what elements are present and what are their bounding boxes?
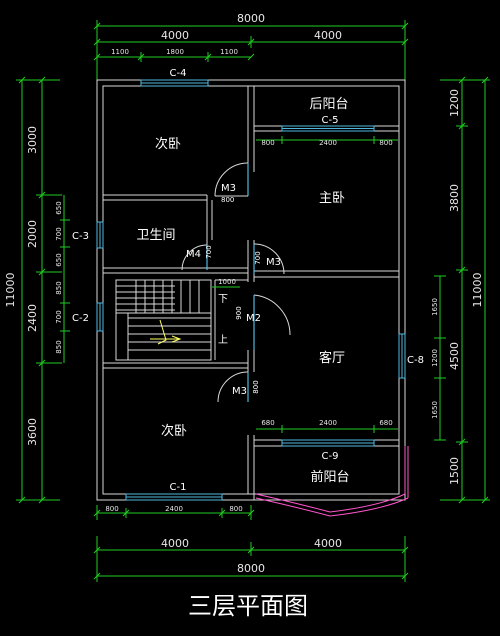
left-major-2: 2000 [26,220,39,248]
door-label-m2: M2 [246,313,261,324]
living-win-dim-1: 680 [261,419,274,427]
bottom-left-half: 4000 [161,537,189,550]
door-label-m3-c: M3 [232,386,247,397]
right-major-3: 4500 [448,342,461,370]
overall-depth-right: 11000 [471,273,484,308]
room-bathroom: 卫生间 [136,228,175,243]
door-m3c-width: 800 [252,380,260,393]
room-bedroom-south: 次卧 [161,423,187,439]
master-win-dim-1: 800 [261,139,274,147]
windows [96,79,406,501]
left-major-3: 2400 [26,304,39,332]
left-major-1: 3000 [26,126,39,154]
bottom-sub-1: 800 [105,505,118,513]
top-right-half: 4000 [314,29,342,42]
room-living: 客厅 [319,350,345,366]
door-m3b-width: 700 [254,251,262,264]
top-sub-2: 1800 [166,48,184,56]
right-dimensions: 11000 1200 3800 4500 1500 1650 1200 1650 [431,76,490,504]
left-major-4: 3600 [26,418,39,446]
bottom-sub-3: 800 [229,505,242,513]
left-minor-1: 650 [55,201,63,214]
right-major-4: 1500 [448,457,461,485]
door-label-m3-a: M3 [221,183,236,194]
door-m3a-width: 800 [221,196,234,204]
room-front-balcony: 前阳台 [310,469,349,485]
stair-width-dim: 1000 [218,278,236,286]
bottom-sub-2: 2400 [165,505,183,513]
window-label-c3: C-3 [72,231,89,242]
master-win-dim-2: 2400 [319,139,337,147]
top-sub-3: 1100 [220,48,238,56]
top-left-half: 4000 [161,29,189,42]
door-label-m3-b: M3 [266,257,281,268]
window-label-c2: C-2 [72,313,89,324]
room-master-bedroom: 主卧 [319,191,345,206]
window-label-c9: C-9 [322,451,339,462]
front-balcony-rail [255,446,409,517]
door-m2-stair [253,294,291,350]
door-m4-bath [181,244,208,271]
internal-dims: 800 2400 800 680 2400 680 [256,136,398,433]
bottom-dimensions: 800 2400 800 4000 4000 8000 [93,505,409,582]
room-labels: 次卧 卫生间 次卧 后阳台 主卧 客厅 前阳台 [136,97,349,485]
master-win-dim-3: 800 [379,139,392,147]
door-m2-width: 900 [235,306,243,319]
door-m3-corridor [253,243,285,275]
room-bedroom-north: 次卧 [155,136,181,152]
left-minor-6: 850 [55,340,63,353]
right-major-2: 3800 [448,184,461,212]
walls [96,79,406,501]
door-m4-width: 700 [205,245,213,258]
room-back-balcony: 后阳台 [309,97,348,112]
left-minor-4: 850 [55,281,63,294]
left-minor-5: 700 [55,310,63,323]
right-minor-2: 1200 [431,349,439,367]
overall-width-top: 8000 [237,12,265,25]
plan-title: 三层平面图 [188,592,308,620]
door-label-m4: M4 [186,249,201,260]
staircase: 下 上 1000 [115,278,240,361]
door-labels: M3 800 M4 700 M3 700 M2 900 M3 800 [186,183,281,397]
window-label-c8: C-8 [407,355,424,366]
door-m3-lower [217,371,249,403]
window-labels: C-4 C-5 C-3 C-2 C-1 C-8 C-9 [72,68,424,493]
stair-up-label: 上 [218,334,228,346]
overall-width-bottom: 8000 [237,562,265,575]
doors [181,162,291,403]
window-label-c4: C-4 [170,68,187,79]
right-major-1: 1200 [448,89,461,117]
living-win-dim-2: 2400 [319,419,337,427]
living-win-dim-3: 680 [379,419,392,427]
left-minor-2: 700 [55,227,63,240]
door-m3-master [214,162,249,197]
right-minor-1: 1650 [431,298,439,316]
window-label-c1: C-1 [170,482,187,493]
right-minor-3: 1650 [431,401,439,419]
overall-depth-left: 11000 [4,273,17,308]
top-dimensions: 8000 4000 4000 1100 1800 1100 [93,12,409,80]
top-sub-1: 1100 [111,48,129,56]
window-label-c5: C-5 [322,115,339,126]
stair-down-label: 下 [218,294,228,305]
left-dimensions: 11000 3000 2000 2400 3600 650 700 650 85… [4,76,70,504]
bottom-right-half: 4000 [314,537,342,550]
left-minor-3: 650 [55,253,63,266]
